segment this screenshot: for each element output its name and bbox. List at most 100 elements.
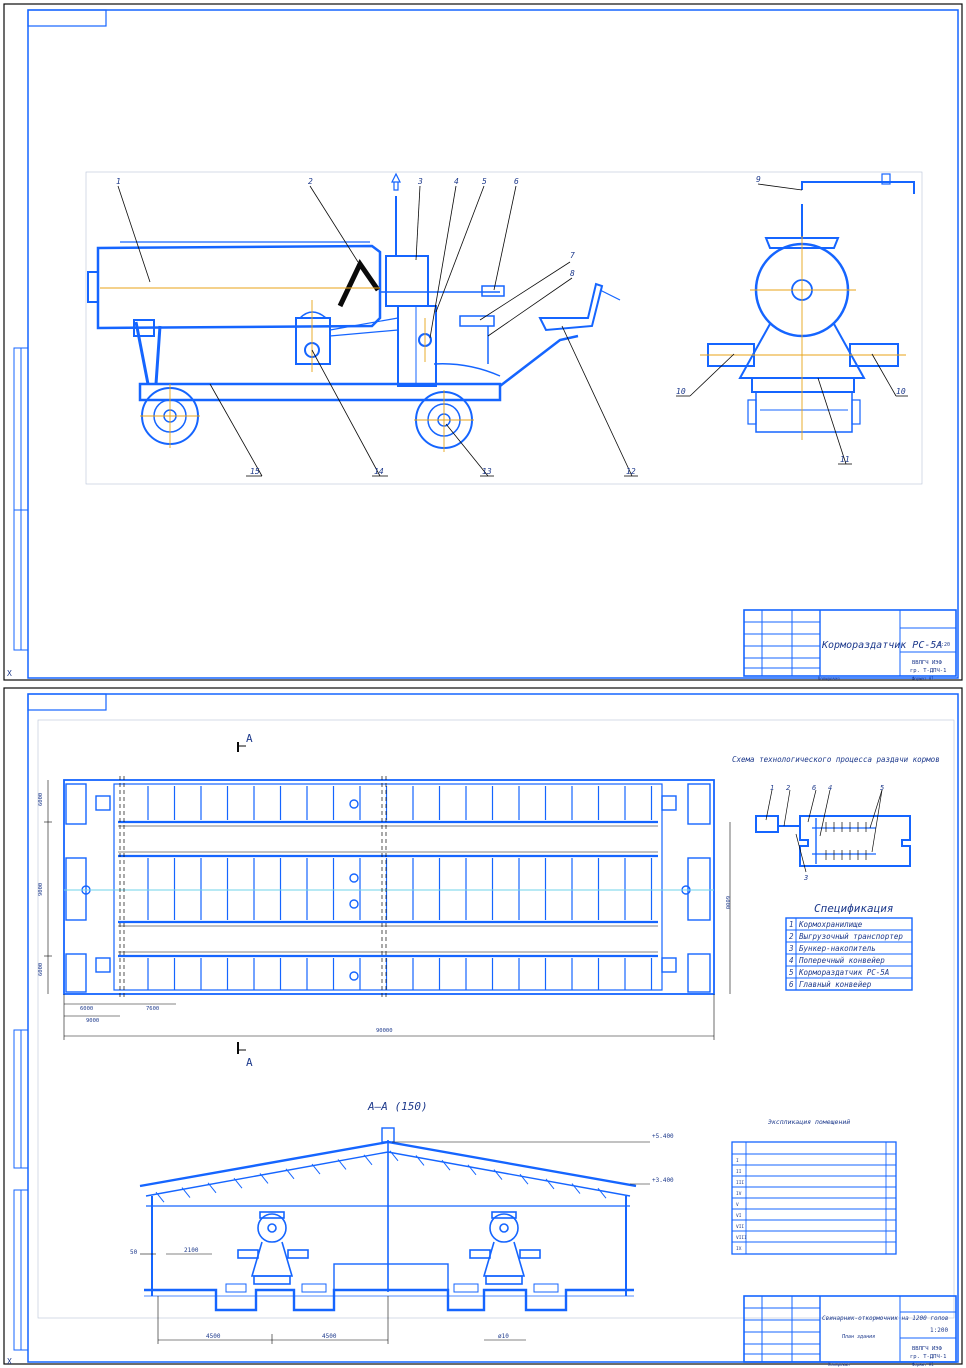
spec-rows: 1 Кормохранилище 2 Выгрузочный транспорт… [788, 920, 903, 989]
feed-scheme-arrows [765, 789, 883, 873]
section-truss [155, 1150, 607, 1203]
sheet-2-group: ВВЛГЧ ИЭФ [912, 1346, 942, 1352]
sheet-1-axis-mark: X [7, 669, 12, 678]
truss-member [207, 1182, 217, 1194]
sheet-2-copy: Копировал [828, 1362, 850, 1367]
dim-wall: 50 [130, 1249, 138, 1256]
spec-row-6-name: Главный конвейер [799, 980, 872, 989]
explication-row-3: III [736, 1180, 744, 1186]
dim-span-1: 4500 [206, 1333, 221, 1340]
section-mark-top-label: А [246, 732, 253, 745]
elev-eave: +3.400 [652, 1177, 674, 1184]
dim-plan-bottom-1: 7600 [146, 1006, 159, 1012]
sheet-2-title: Свинарник-откормочник на 1200 голов [822, 1315, 949, 1322]
building-section [139, 1127, 637, 1312]
section-dimensions [140, 1141, 650, 1344]
callout-1: 1 [116, 177, 121, 186]
dim-channel: ø10 [498, 1333, 509, 1340]
tank [96, 244, 382, 330]
sheet-1-copy: Копировал [818, 676, 840, 681]
callout-15: 15 [250, 467, 260, 476]
truss-member [571, 1183, 581, 1194]
spec-row-2-num: 2 [789, 932, 794, 941]
sheet-2-format: Формат А1 [912, 1362, 934, 1367]
sheet-2: X А А [3, 687, 963, 1367]
callout-4: 4 [454, 177, 459, 186]
section-mark-bottom-label: А [246, 1056, 253, 1069]
explication-row-7: VII [736, 1224, 744, 1230]
spec-row-5-num: 5 [789, 968, 794, 977]
spec-row-1-num: 1 [789, 920, 794, 929]
feeder-front-view [707, 173, 915, 433]
plan-dimension-labels: 6000 9000 6000 6000 7600 6000 9000 90000 [38, 793, 730, 1034]
plan-dimensions [44, 780, 731, 1040]
sheet-1-scale: 1:20 [938, 642, 950, 648]
truss-member [389, 1150, 399, 1162]
truss-member [441, 1159, 451, 1171]
elev-top: +5.400 [652, 1133, 674, 1140]
truss-member [467, 1164, 477, 1176]
section-feeder-left [237, 1211, 309, 1285]
callout-2: 2 [308, 177, 313, 186]
scheme-callout-2: 2 [786, 784, 790, 792]
dim-plan-total: 90000 [376, 1028, 393, 1034]
spec-row-2-name: Выгрузочный транспортер [799, 932, 903, 941]
sheet-2-axis-mark: X [7, 1357, 12, 1366]
dim-span-2: 4500 [322, 1333, 337, 1340]
scheme-title: Схема технологического процесса раздачи … [732, 755, 940, 764]
spec-row-3-num: 3 [788, 944, 794, 953]
truss-member [233, 1177, 243, 1189]
explication-row-9: IX [736, 1246, 742, 1252]
scheme-callouts: 1 2 3 4 5 6 [770, 784, 884, 882]
spec-row-5-name: Кормораздатчик РС-5А [798, 968, 889, 977]
sheet-1: X [3, 3, 963, 681]
dim-plan-left-bottom: 6000 [38, 963, 44, 976]
truss-member [519, 1173, 529, 1185]
spec-table-grid [785, 917, 913, 991]
scheme-callout-6: 6 [812, 784, 816, 792]
dim-plan-left-top: 6000 [38, 793, 44, 806]
callout-5: 5 [482, 177, 487, 186]
auger-link [337, 259, 381, 308]
sheet-1-leaders [117, 183, 908, 477]
plan-pen-dividers [147, 786, 653, 990]
sheet-1-axes [100, 287, 474, 452]
spec-row-1-name: Кормохранилище [798, 920, 863, 929]
callout-3: 3 [417, 177, 423, 186]
truss-member [311, 1163, 321, 1175]
spec-row-4-name: Поперечный конвейер [798, 956, 885, 965]
callout-11: 11 [840, 455, 850, 464]
spec-row-4-num: 4 [789, 956, 794, 965]
dim-plan-bottom-2: 6000 [80, 1006, 93, 1012]
sheet-1-title-block [743, 609, 957, 677]
sheet-2-subtitle: План здания [841, 1334, 875, 1340]
explication-row-1: I [736, 1158, 739, 1164]
spec-title: Спецификация [814, 902, 893, 915]
dim-plan-left-mid: 9000 [38, 883, 44, 896]
callout-7: 7 [570, 251, 575, 260]
scheme-callout-1: 1 [770, 784, 774, 792]
sheet-2-corner-stamp [27, 693, 107, 711]
section-feeder-right [469, 1211, 541, 1285]
callout-10-right: 10 [896, 387, 906, 396]
sheet-1-binding-strip [13, 347, 29, 651]
sheet-2-frame [27, 693, 959, 1363]
sheet-1-callouts: 1 2 3 4 5 6 7 8 9 10 10 11 12 13 14 15 [116, 175, 906, 476]
sheet-1-frame [27, 9, 959, 679]
sheet-1-border [3, 3, 963, 681]
section-dimension-labels: +5.400 +3.400 50 2100 4500 4500 ø10 [130, 1133, 674, 1340]
building-plan [63, 779, 715, 995]
section-title: А–А (150) [367, 1100, 428, 1113]
truss-member [493, 1169, 503, 1180]
explication-row-8: VIII [736, 1235, 747, 1241]
sheet-1-title: Кормораздатчик РС-5А [821, 640, 942, 651]
callout-13: 13 [482, 467, 492, 476]
dim-pass: 2100 [184, 1247, 199, 1254]
truss-member [337, 1159, 347, 1170]
sheet-2-binding-strip [13, 1029, 29, 1351]
explication-row-2: II [736, 1169, 742, 1175]
explication-row-4: IV [736, 1191, 742, 1197]
sheet-1-format: Формат А1 [912, 676, 934, 681]
truss-member [415, 1155, 425, 1166]
